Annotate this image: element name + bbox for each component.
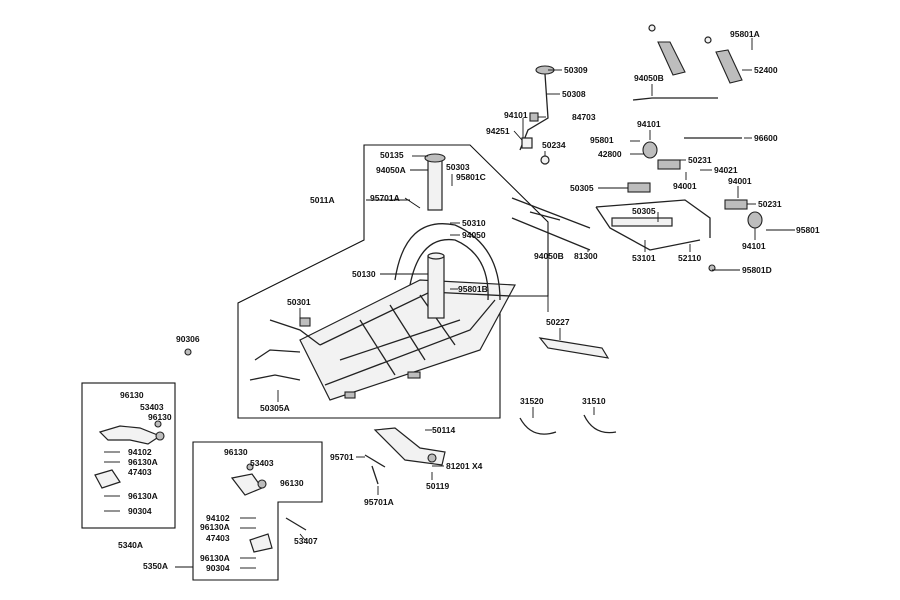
label-g2-90304: 90304 xyxy=(206,563,230,573)
label-95801B: 95801B xyxy=(458,284,488,294)
label-94251: 94251 xyxy=(486,126,510,136)
label-g2-96130-b: 96130 xyxy=(280,478,304,488)
label-31520: 31520 xyxy=(520,396,544,406)
label-52110: 52110 xyxy=(678,253,701,263)
label-95801A: 95801A xyxy=(730,29,760,39)
spindle-5340A xyxy=(94,420,165,512)
label-g1-96130A-b: 96130A xyxy=(128,491,158,501)
label-g1-96130-b: 96130 xyxy=(148,412,172,422)
label-95801: 95801 xyxy=(590,135,614,145)
label-g2-94102: 94102 xyxy=(206,513,230,523)
bracket-31510 xyxy=(583,414,617,434)
seat-post-tube xyxy=(427,255,445,319)
label-g2-96130: 96130 xyxy=(224,447,248,457)
label-g2-96130A-b: 96130A xyxy=(200,553,230,563)
label-50305A: 50305A xyxy=(260,403,290,413)
label-94101-b: 94101 xyxy=(637,119,661,129)
label-52400: 52400 xyxy=(754,65,778,75)
leader-lines xyxy=(175,38,795,568)
label-94101-c: 94101 xyxy=(742,241,766,251)
label-g2-47403: 47403 xyxy=(206,533,230,543)
label-94001-a: 94001 xyxy=(673,181,697,191)
spindle-5350A xyxy=(230,463,273,569)
label-50301: 50301 xyxy=(287,297,311,307)
label-g1-96130A: 96130A xyxy=(128,457,158,467)
pin-53407 xyxy=(285,517,307,531)
axle-81300 xyxy=(511,197,591,251)
label-94050B: 94050B xyxy=(534,251,564,261)
label-g1-90304: 90304 xyxy=(128,506,152,516)
label-81300: 81300 xyxy=(574,251,598,261)
bolt-90306 xyxy=(184,348,192,356)
callout-labels: 50309 50308 94101 84703 94251 50234 9580… xyxy=(118,29,820,573)
label-50119: 50119 xyxy=(426,481,449,491)
label-95701: 95701 xyxy=(330,452,354,462)
label-84703: 84703 xyxy=(572,112,596,122)
swing-arm-52110 xyxy=(595,141,763,251)
label-50130: 50130 xyxy=(352,269,376,279)
label-94101: 94101 xyxy=(504,110,528,120)
label-95801D: 95801D xyxy=(742,265,772,275)
rod-94050B xyxy=(632,97,718,101)
label-50310: 50310 xyxy=(462,218,486,228)
label-94021: 94021 xyxy=(714,165,738,175)
label-94050: 94050 xyxy=(462,230,486,240)
label-81201: 81201 X4 xyxy=(446,461,483,471)
label-50135: 50135 xyxy=(380,150,404,160)
label-g1-53403: 53403 xyxy=(140,402,164,412)
label-95701A-b: 95701A xyxy=(364,497,394,507)
label-94001-b: 94001 xyxy=(728,176,752,186)
plate-50227 xyxy=(538,337,610,359)
label-50305: 50305 xyxy=(570,183,594,193)
label-94050A: 94050A xyxy=(376,165,406,175)
label-50308: 50308 xyxy=(562,89,586,99)
label-50305-b: 50305 xyxy=(632,206,656,216)
label-53101: 53101 xyxy=(632,253,656,263)
label-90306: 90306 xyxy=(176,334,200,344)
frame-group-outline xyxy=(237,144,549,419)
bolt-95801D xyxy=(708,264,716,272)
label-42800: 42800 xyxy=(598,149,622,159)
shock-absorbers-52400 xyxy=(648,24,743,84)
label-g1-94102: 94102 xyxy=(128,447,152,457)
group-5340A-box xyxy=(81,382,176,529)
label-50303: 50303 xyxy=(446,162,470,172)
shift-lever-50308 xyxy=(519,65,555,165)
label-50234: 50234 xyxy=(542,140,566,150)
label-5350A: 5350A xyxy=(143,561,168,571)
label-96600: 96600 xyxy=(754,133,778,143)
label-g1-96130: 96130 xyxy=(120,390,144,400)
label-5340A: 5340A xyxy=(118,540,143,550)
bracket-31520 xyxy=(519,417,557,435)
label-5011A: 5011A xyxy=(310,195,335,205)
label-50227: 50227 xyxy=(546,317,570,327)
label-31510: 31510 xyxy=(582,396,606,406)
label-50231-b: 50231 xyxy=(758,199,782,209)
label-50231: 50231 xyxy=(688,155,712,165)
label-53407: 53407 xyxy=(294,536,318,546)
main-frame xyxy=(249,223,516,401)
label-g2-96130A: 96130A xyxy=(200,522,230,532)
label-94050B-top: 94050B xyxy=(634,73,664,83)
label-g1-47403: 47403 xyxy=(128,467,152,477)
label-50114: 50114 xyxy=(432,425,455,435)
label-95801-r: 95801 xyxy=(796,225,820,235)
pedal-assembly-50114 xyxy=(364,427,446,485)
label-95701A: 95701A xyxy=(370,193,400,203)
label-95801C: 95801C xyxy=(456,172,486,182)
steering-column-50135 xyxy=(424,153,446,211)
label-50309: 50309 xyxy=(564,65,588,75)
group-5350A-box xyxy=(192,441,323,581)
label-g2-53403: 53403 xyxy=(250,458,274,468)
